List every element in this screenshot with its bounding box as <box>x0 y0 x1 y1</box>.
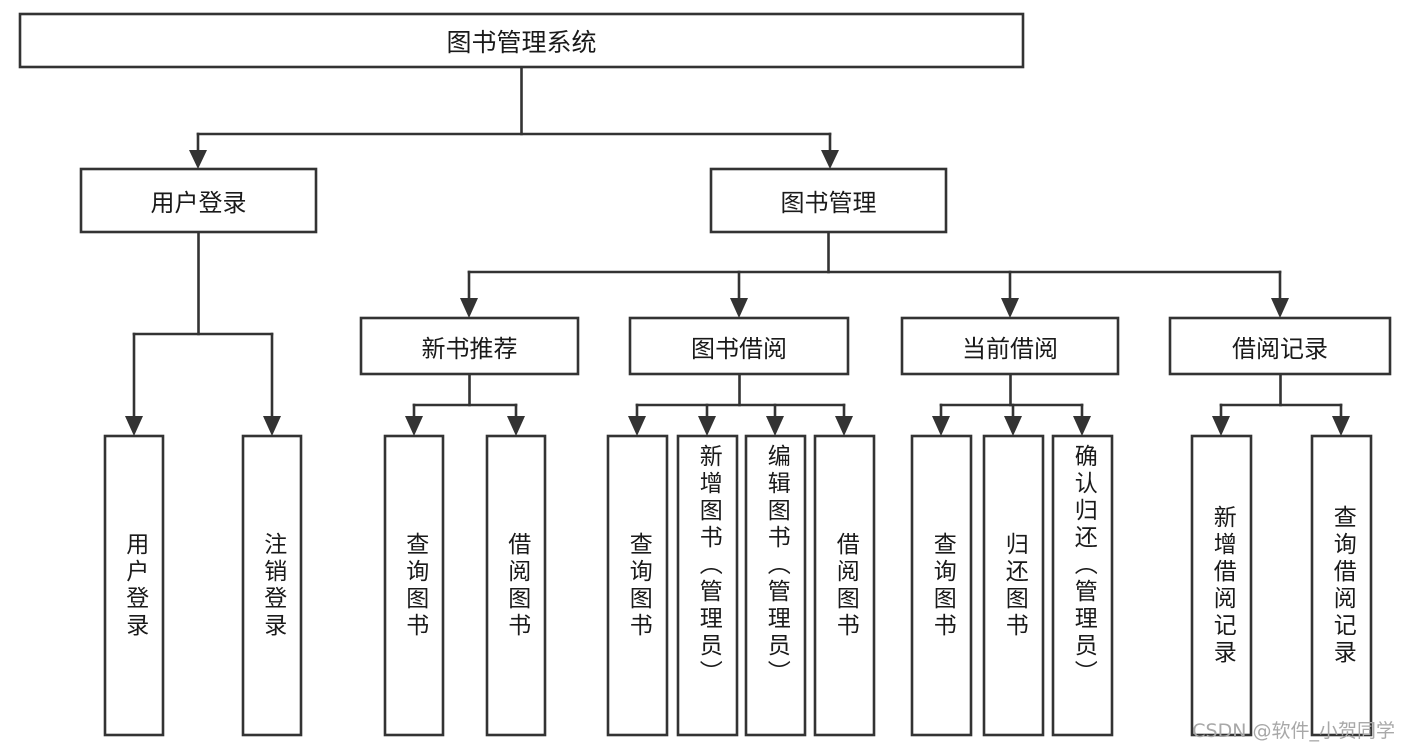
node-box-leaf-borrow-book[interactable] <box>813 434 876 737</box>
node-box-leaf-user-login[interactable] <box>103 434 165 737</box>
node-box-leaf-query-book-recommend[interactable] <box>383 434 445 737</box>
arrow-head-user-login <box>189 150 207 169</box>
arrow-head-leaf-add-book-admin <box>698 416 716 436</box>
arrow-head-leaf-add-borrow-record <box>1212 416 1230 436</box>
node-box-book-borrow[interactable] <box>628 316 850 376</box>
arrow-head-leaf-confirm-return-admin <box>1073 416 1091 436</box>
arrow-head-leaf-edit-book-admin <box>766 416 784 436</box>
node-box-book-management[interactable] <box>709 167 948 234</box>
arrow-head-leaf-query-borrow-record <box>1332 416 1350 436</box>
node-box-leaf-add-borrow-record[interactable] <box>1190 434 1253 737</box>
node-box-leaf-query-book-borrow[interactable] <box>606 434 669 737</box>
node-box-new-book-recommend[interactable] <box>359 316 580 376</box>
node-box-leaf-edit-book-admin[interactable] <box>744 434 807 737</box>
node-box-leaf-confirm-return-admin[interactable] <box>1051 434 1114 737</box>
connector-group-new-book-recommend <box>405 372 525 436</box>
node-box-leaf-return-book[interactable] <box>982 434 1045 737</box>
arrow-head-leaf-query-book-borrow <box>628 416 646 436</box>
node-box-leaf-add-book-admin[interactable] <box>676 434 739 737</box>
node-box-leaf-logout-login[interactable] <box>241 434 303 737</box>
arrow-head-leaf-return-book <box>1004 416 1022 436</box>
arrow-head-new-book-recommend <box>460 298 478 318</box>
node-box-user-login[interactable] <box>79 167 318 234</box>
arrow-head-leaf-logout-login <box>263 416 281 436</box>
arrow-head-book-management <box>821 150 839 169</box>
arrow-head-leaf-user-login <box>125 416 143 436</box>
node-box-current-borrow[interactable] <box>900 316 1120 376</box>
connector-group-current-borrow <box>932 372 1091 436</box>
node-box-root[interactable] <box>18 12 1025 69</box>
arrow-head-current-borrow <box>1001 298 1019 318</box>
node-box-leaf-query-book-current[interactable] <box>910 434 973 737</box>
arrow-head-book-borrow <box>730 298 748 318</box>
connector-group-book-borrow <box>628 372 853 436</box>
connector-group-book-management <box>460 230 1289 318</box>
node-box-leaf-query-borrow-record[interactable] <box>1310 434 1373 737</box>
arrow-head-leaf-query-book-recommend <box>405 416 423 436</box>
connector-group-root <box>189 65 839 169</box>
arrow-head-leaf-borrow-book <box>835 416 853 436</box>
arrow-head-leaf-borrow-book-recommend <box>507 416 525 436</box>
node-box-borrow-record[interactable] <box>1168 316 1392 376</box>
connector-group-user-login <box>125 230 281 436</box>
node-box-leaf-borrow-book-recommend[interactable] <box>485 434 547 737</box>
arrow-head-borrow-record <box>1271 298 1289 318</box>
connector-group-borrow-record <box>1212 372 1350 436</box>
arrow-head-leaf-query-book-current <box>932 416 950 436</box>
watermark-text: CSDN @软件_小贺同学 <box>1192 720 1395 742</box>
